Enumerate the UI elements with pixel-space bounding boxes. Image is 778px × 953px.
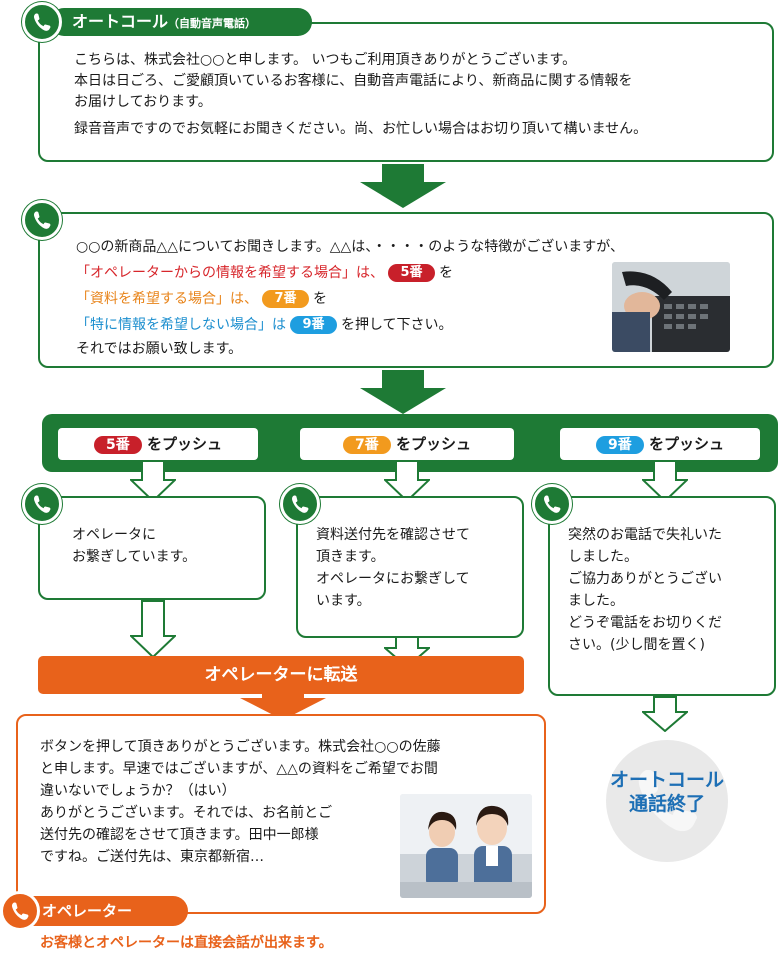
branch-9-line: どうぞ電話をお切りくだ xyxy=(568,615,722,631)
guide-option-7: 「資料を希望する場合」は、 7番 を xyxy=(76,286,636,312)
arrow-outline-down xyxy=(642,696,688,732)
transfer-bar: オペレーターに転送 xyxy=(38,656,524,694)
option-5-text: 「オペレーターからの情報を希望する場合」は、 xyxy=(76,265,384,281)
push-9-badge: 9番 xyxy=(596,435,644,454)
phone-icon xyxy=(532,484,572,524)
autocall-line: こちらは、株式会社○○と申します。 いつもご利用頂きありがとうございます。 xyxy=(74,52,577,68)
branch-7-line: オペレータにお繋ぎして xyxy=(316,571,470,587)
end-call-circle xyxy=(606,740,728,862)
arrow-outline-down xyxy=(384,460,430,502)
push-5-badge: 5番 xyxy=(94,435,142,454)
option-5-badge: 5番 xyxy=(388,264,435,282)
branch-9-line: ました。 xyxy=(568,593,624,609)
flow-arrow-down xyxy=(360,164,446,208)
flow-arrow-down xyxy=(360,370,446,414)
arrow-outline-down xyxy=(130,460,176,502)
end-call-line1: オートコール xyxy=(609,769,724,791)
autocall-title: オートコール（自動音声電話） xyxy=(50,8,312,36)
push-5-label: をプッシュ xyxy=(146,435,222,453)
guide-intro: ○○の新商品△△についてお聞きします。△△は、・・・・のような特徴がございますが… xyxy=(76,239,624,255)
autocall-title-text: オートコール xyxy=(72,12,169,31)
option-7-text: 「資料を希望する場合」は、 xyxy=(76,291,258,307)
push-7-badge: 7番 xyxy=(343,435,391,454)
phone-icon xyxy=(638,770,697,832)
operator-line: 違いないでしょうか？（はい） xyxy=(40,783,236,799)
option-7-after: を xyxy=(312,291,327,307)
branch-5-box xyxy=(38,496,266,600)
arrow-outline-down xyxy=(642,460,688,502)
option-5-after: を xyxy=(438,265,453,281)
push-5-button: 5番 をプッシュ xyxy=(58,428,258,460)
branch-7-line: います。 xyxy=(316,593,371,609)
guide-option-9: 「特に情報を希望しない場合」は 9番 を押して下さい。 xyxy=(76,312,636,338)
branch-9-line: しました。 xyxy=(568,549,638,565)
operator-line: ですね。ご送付先は、東京都新宿… xyxy=(40,849,264,865)
autocall-line: 録音音声ですのでお気軽にお聞きください。尚、お忙しい場合はお切り頂いて構いません… xyxy=(74,121,648,137)
autocall-text: こちらは、株式会社○○と申します。 いつもご利用頂きありがとうございます。 本日… xyxy=(74,50,764,140)
telephone-photo xyxy=(612,262,730,352)
push-7-label: をプッシュ xyxy=(395,435,471,453)
phone-icon xyxy=(22,200,62,240)
branch-7-text: 資料送付先を確認させて 頂きます。 オペレータにお繋ぎして います。 xyxy=(316,524,520,612)
autocall-box xyxy=(38,22,774,162)
phone-icon xyxy=(22,2,62,42)
operator-line: 送付先の確認をさせて頂きます。田中一郎様 xyxy=(40,827,319,843)
autocall-line: 本日は日ごろ、ご愛顧頂いているお客様に、自動音声電話により、新商品に関する情報を xyxy=(74,73,633,89)
guide-option-5: 「オペレーターからの情報を希望する場合」は、 5番 を xyxy=(76,260,636,286)
push-9-button: 9番 をプッシュ xyxy=(560,428,760,460)
branch-7-line: 資料送付先を確認させて xyxy=(316,527,470,543)
branch-7-line: 頂きます。 xyxy=(316,549,385,565)
footer-note: お客様とオペレーターは直接会話が出来ます。 xyxy=(40,935,333,951)
guide-closing: それではお願い致します。 xyxy=(76,341,243,357)
option-7-badge: 7番 xyxy=(262,290,309,308)
branch-5-text: オペレータに お繋ぎしています。 xyxy=(72,524,262,568)
phone-icon xyxy=(0,891,40,931)
operator-text: ボタンを押して頂きありがとうございます。株式会社○○の佐藤 と申します。早速では… xyxy=(40,736,540,868)
end-call-text: オートコール 通話終了 xyxy=(580,768,754,816)
branch-9-line: 突然のお電話で失礼いた xyxy=(568,527,722,543)
push-9-label: をプッシュ xyxy=(648,435,724,453)
guide-text: ○○の新商品△△についてお聞きします。△△は、・・・・のような特徴がございますが… xyxy=(76,234,636,360)
arrow-outline-down xyxy=(130,600,176,658)
autocall-line: お届けしております。 xyxy=(74,94,212,110)
operator-line: ボタンを押して頂きありがとうございます。株式会社○○の佐藤 xyxy=(40,739,441,755)
branch-5-line: お繋ぎしています。 xyxy=(72,549,197,565)
operator-line: と申します。早速ではございますが、△△の資料をご希望でお間 xyxy=(40,761,438,777)
branch-9-text: 突然のお電話で失礼いた しました。 ご協力ありがとうござい ました。 どうぞ電話… xyxy=(568,524,772,656)
operator-line: ありがとうございます。それでは、お名前とご xyxy=(40,805,333,821)
end-call-line2: 通話終了 xyxy=(628,793,705,815)
option-9-text: 「特に情報を希望しない場合」は xyxy=(76,317,286,333)
branch-9-box xyxy=(548,496,776,696)
branch-9-line: ご協力ありがとうござい xyxy=(568,571,722,587)
push-7-button: 7番 をプッシュ xyxy=(300,428,514,460)
operators-photo xyxy=(400,794,532,898)
option-9-after: を押して下さい。 xyxy=(340,317,453,333)
branch-9-line: さい。(少し間を置く) xyxy=(568,637,705,653)
option-9-badge: 9番 xyxy=(290,316,337,334)
phone-icon xyxy=(22,484,62,524)
branch-5-line: オペレータに xyxy=(72,527,156,543)
phone-icon xyxy=(280,484,320,524)
autocall-title-sub: （自動音声電話） xyxy=(168,17,257,30)
transfer-arrow-down xyxy=(240,692,326,720)
